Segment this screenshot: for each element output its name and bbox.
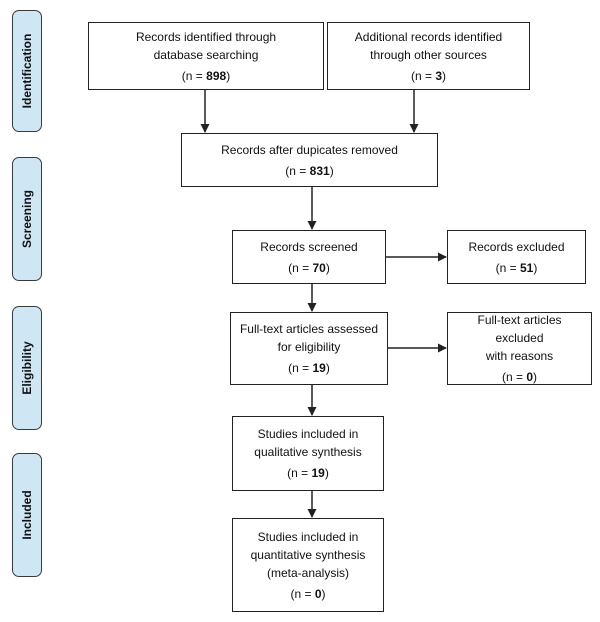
count: (n = 831)	[285, 163, 334, 178]
phase-screening: Screening	[12, 157, 42, 281]
box-text: Records excluded	[468, 239, 565, 254]
box-text: (meta-analysis)	[266, 565, 350, 580]
box-text: Records after dupicates removed	[221, 142, 398, 157]
box-text: Additional records identified	[354, 29, 503, 44]
box-quantitative-synthesis: Studies included in quantitative synthes…	[232, 518, 384, 612]
box-text: database searching	[153, 47, 259, 62]
phase-included: Included	[12, 453, 42, 577]
phase-eligibility: Eligibility	[12, 306, 42, 430]
box-text: quantitative synthesis	[250, 547, 366, 562]
box-text: with reasons	[485, 349, 554, 363]
box-text: for eligibility	[277, 340, 341, 354]
box-text: Records screened	[260, 239, 358, 254]
box-fulltext-excluded: Full-text articles excluded with reasons…	[447, 312, 592, 385]
box-database-search: Records identified through database sear…	[88, 22, 324, 90]
box-after-duplicates: Records after dupicates removed (n = 831…	[181, 133, 438, 187]
box-fulltext-assessed: Full-text articles assessed for eligibil…	[230, 312, 388, 385]
box-records-excluded: Records excluded (n = 51)	[447, 230, 586, 284]
box-other-sources: Additional records identified through ot…	[327, 22, 530, 90]
count: (n = 0)	[501, 370, 538, 384]
box-text: Studies included in	[257, 427, 359, 441]
box-text: Studies included in	[257, 529, 359, 544]
box-text: Full-text articles assessed	[239, 322, 379, 336]
count: (n = 19)	[287, 466, 329, 480]
phase-identification: Identification	[12, 10, 42, 132]
count: (n = 898)	[181, 68, 231, 83]
box-text: through other sources	[370, 47, 487, 62]
count: (n = 51)	[495, 260, 538, 275]
box-qualitative-synthesis: Studies included in qualitative synthesi…	[232, 416, 384, 491]
box-text: Records identified through	[135, 29, 277, 44]
count: (n = 3)	[410, 68, 447, 83]
count: (n = 0)	[290, 586, 326, 601]
box-records-screened: Records screened (n = 70)	[232, 230, 386, 284]
count: (n = 19)	[288, 361, 330, 375]
box-text: Full-text articles excluded	[477, 313, 562, 345]
count: (n = 70)	[288, 260, 330, 275]
box-text: qualitative synthesis	[254, 445, 362, 459]
